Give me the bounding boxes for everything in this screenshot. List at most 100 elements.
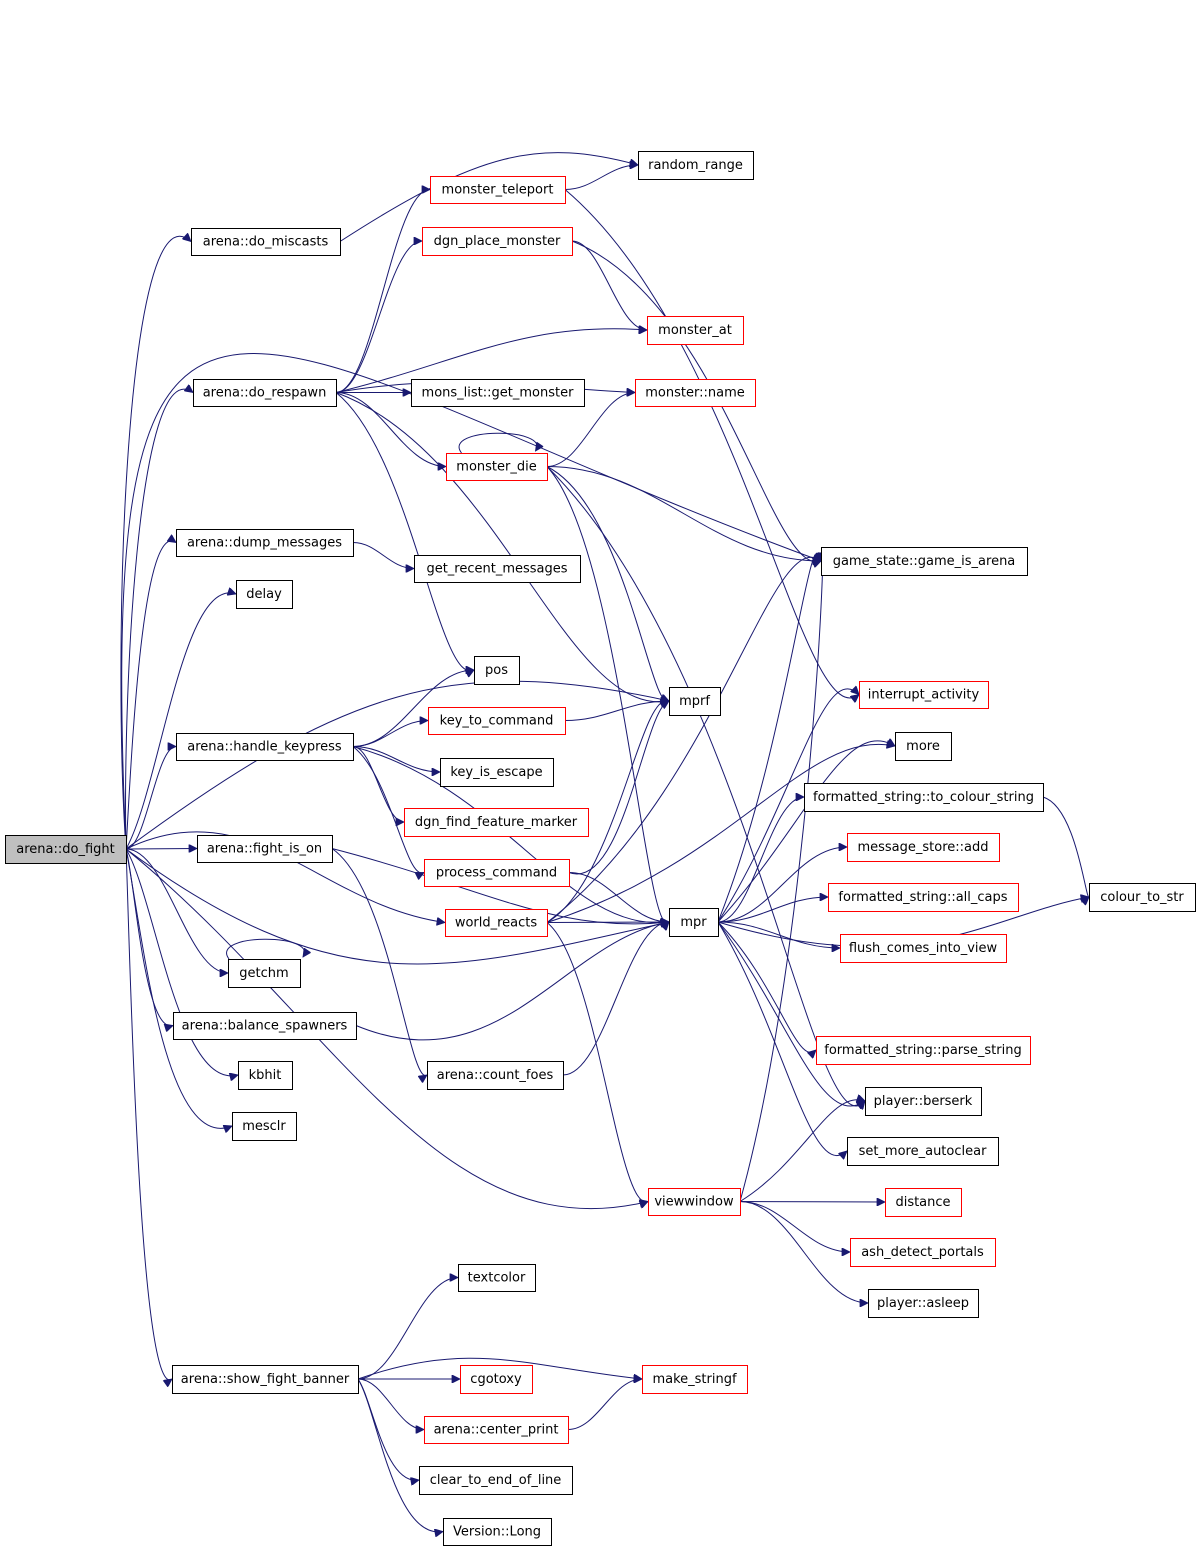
- node-mprf[interactable]: mprf: [669, 687, 721, 716]
- edge-world-reacts-to-viewwindow: [546, 922, 648, 1202]
- edge-monster-die-to-mprf: [546, 466, 669, 702]
- node-interrupt-activity[interactable]: interrupt_activity: [859, 681, 989, 709]
- node-all-caps[interactable]: formatted_string::all_caps: [828, 883, 1019, 912]
- edge-viewwindow-to-player-berserk: [739, 1100, 865, 1202]
- node-colour-to-str[interactable]: colour_to_str: [1089, 883, 1196, 912]
- edge-key-to-command-to-mprf: [564, 701, 669, 721]
- node-monster-teleport[interactable]: monster_teleport: [430, 176, 566, 204]
- node-box: [191, 228, 341, 256]
- node-clear-to-end-of-line[interactable]: clear_to_end_of_line: [419, 1466, 573, 1495]
- node-center-print[interactable]: arena::center_print: [424, 1416, 569, 1444]
- node-dgn-find-feature-marker[interactable]: dgn_find_feature_marker: [404, 808, 589, 837]
- node-parse-string[interactable]: formatted_string::parse_string: [816, 1036, 1031, 1065]
- node-count-foes[interactable]: arena::count_foes: [427, 1061, 564, 1090]
- node-textcolor[interactable]: textcolor: [458, 1264, 536, 1292]
- node-dump-messages[interactable]: arena::dump_messages: [176, 529, 354, 557]
- node-process-command[interactable]: process_command: [424, 859, 570, 887]
- node-box: [669, 687, 721, 716]
- node-game-is-arena[interactable]: game_state::game_is_arena: [821, 547, 1028, 576]
- node-box: [642, 1365, 748, 1394]
- node-set-more-autoclear[interactable]: set_more_autoclear: [847, 1137, 999, 1166]
- node-do-miscasts[interactable]: arena::do_miscasts: [191, 228, 341, 256]
- node-more[interactable]: more: [895, 732, 952, 761]
- node-label: formatted_string::parse_string: [824, 1043, 1021, 1058]
- edge-to-colour-string-to-colour-to-str: [1042, 796, 1089, 897]
- node-pos[interactable]: pos: [474, 656, 520, 685]
- node-getchm[interactable]: getchm: [228, 959, 301, 988]
- node-dgn-place-monster[interactable]: dgn_place_monster: [422, 227, 573, 256]
- node-label: arena::do_respawn: [203, 386, 327, 401]
- node-to-colour-string[interactable]: formatted_string::to_colour_string: [804, 783, 1044, 812]
- node-viewwindow[interactable]: viewwindow: [648, 1188, 741, 1216]
- node-label: colour_to_str: [1100, 890, 1184, 905]
- node-label: message_store::add: [857, 840, 988, 855]
- node-get-recent-messages[interactable]: get_recent_messages: [414, 555, 581, 583]
- node-show-fight-banner[interactable]: arena::show_fight_banner: [172, 1365, 359, 1394]
- node-label: arena::handle_keypress: [187, 740, 342, 755]
- node-label: monster_at: [658, 323, 732, 338]
- node-handle-keypress[interactable]: arena::handle_keypress: [176, 733, 354, 761]
- node-distance[interactable]: distance: [885, 1188, 962, 1217]
- edge-do-fight-to-mesclr: [125, 848, 232, 1128]
- node-monster-die[interactable]: monster_die: [446, 453, 548, 481]
- edge-fight-is-on-to-count-foes: [331, 848, 427, 1076]
- node-ash-detect-portals[interactable]: ash_detect_portals: [850, 1238, 996, 1267]
- node-flush-comes-into-view[interactable]: flush_comes_into_view: [840, 934, 1007, 963]
- edge-do-fight-to-viewwindow: [125, 848, 648, 1210]
- node-label: distance: [895, 1195, 950, 1210]
- node-box: [821, 547, 1028, 576]
- node-message-store-add[interactable]: message_store::add: [847, 833, 1000, 862]
- node-random-range[interactable]: random_range: [638, 151, 754, 180]
- edge-mpr-to-flush-comes-into-view: [717, 921, 840, 948]
- node-label: clear_to_end_of_line: [430, 1473, 562, 1488]
- node-make-stringf[interactable]: make_stringf: [642, 1365, 748, 1394]
- node-do-respawn[interactable]: arena::do_respawn: [193, 379, 337, 407]
- node-key-to-command[interactable]: key_to_command: [428, 707, 566, 735]
- node-label: get_recent_messages: [426, 562, 567, 577]
- edge-do-fight-to-kbhit: [125, 848, 238, 1076]
- node-kbhit[interactable]: kbhit: [238, 1061, 293, 1090]
- edge-mpr-to-message-store-add: [717, 847, 847, 923]
- node-world-reacts[interactable]: world_reacts: [445, 909, 548, 937]
- node-cgotoxy[interactable]: cgotoxy: [460, 1365, 533, 1394]
- edge-handle-keypress-to-dgn-find-feature-marker: [352, 746, 404, 823]
- edge-do-fight-to-handle-keypress: [125, 747, 176, 850]
- node-box: [460, 1365, 533, 1394]
- node-version-long[interactable]: Version::Long: [443, 1518, 552, 1546]
- node-fight-is-on[interactable]: arena::fight_is_on: [197, 835, 333, 863]
- edge-do-fight-to-dump-messages: [125, 541, 176, 850]
- edge-show-fight-banner-to-version-long: [357, 1378, 443, 1532]
- node-mons-list-get-monster[interactable]: mons_list::get_monster: [411, 379, 585, 407]
- node-label: arena::center_print: [434, 1423, 559, 1438]
- edge-do-fight-to-show-fight-banner: [125, 848, 172, 1380]
- node-label: dgn_find_feature_marker: [415, 815, 578, 830]
- node-box: [635, 379, 756, 407]
- node-monster-name[interactable]: monster::name: [635, 379, 756, 407]
- node-box: [411, 379, 585, 407]
- node-box: [638, 151, 754, 180]
- node-mesclr[interactable]: mesclr: [232, 1112, 297, 1141]
- node-label: arena::do_miscasts: [203, 235, 329, 250]
- node-label: key_to_command: [440, 714, 554, 729]
- node-delay[interactable]: delay: [236, 580, 293, 609]
- node-box: [236, 580, 293, 609]
- node-player-berserk[interactable]: player::berserk: [865, 1087, 982, 1116]
- node-label: process_command: [436, 866, 557, 881]
- node-box: [647, 316, 744, 345]
- edge-do-respawn-to-monster-die: [335, 392, 446, 467]
- node-player-asleep[interactable]: player::asleep: [868, 1289, 979, 1318]
- node-label: formatted_string::to_colour_string: [813, 790, 1034, 805]
- node-key-is-escape[interactable]: key_is_escape: [440, 758, 554, 787]
- node-label: more: [906, 739, 940, 754]
- node-monster-at[interactable]: monster_at: [647, 316, 744, 345]
- node-mpr[interactable]: mpr: [669, 908, 719, 937]
- edge-viewwindow-to-ash-detect-portals: [739, 1201, 850, 1253]
- edge-getchm-to-getchm: [226, 938, 305, 960]
- edge-world-reacts-to-mpr: [546, 922, 669, 923]
- edge-do-fight-to-delay: [125, 593, 236, 850]
- edge-center-print-to-make-stringf: [567, 1379, 642, 1430]
- node-balance-spawners[interactable]: arena::balance_spawners: [173, 1012, 357, 1040]
- node-box: [847, 833, 1000, 862]
- node-do-fight[interactable]: arena::do_fight: [5, 835, 127, 864]
- edge-handle-keypress-to-process-command: [352, 746, 424, 874]
